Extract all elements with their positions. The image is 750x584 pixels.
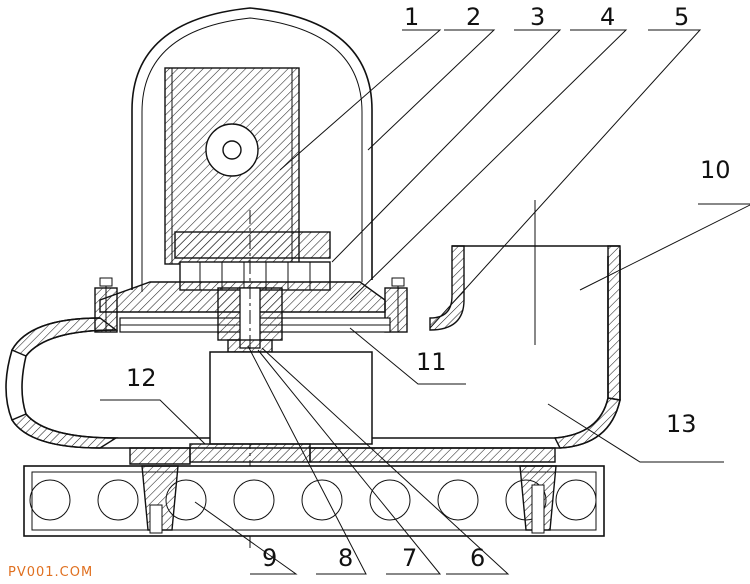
- callout-4: 4: [600, 3, 615, 31]
- outlet-pipe: [429, 200, 621, 401]
- callout-3: 3: [530, 3, 545, 31]
- base-frame: [23, 465, 605, 537]
- callout-11: 11: [416, 348, 447, 376]
- flange-bolts: [99, 277, 405, 332]
- impeller: [189, 351, 373, 463]
- callout-8: 8: [338, 544, 353, 572]
- watermark-text: PV001.COM: [8, 565, 93, 580]
- callout-2: 2: [466, 3, 481, 31]
- callout-12: 12: [126, 364, 157, 392]
- callout-9: 9: [262, 544, 277, 572]
- callout-1: 1: [404, 3, 419, 31]
- motor-cover: [131, 7, 373, 292]
- callout-6: 6: [470, 544, 485, 572]
- callout-5: 5: [674, 3, 689, 31]
- callout-7: 7: [402, 544, 417, 572]
- motor-body: [164, 67, 331, 291]
- shaft-seal-assembly: [217, 210, 283, 548]
- callout-10: 10: [700, 156, 731, 184]
- leader-lines: [100, 29, 750, 575]
- callout-13: 13: [666, 410, 697, 438]
